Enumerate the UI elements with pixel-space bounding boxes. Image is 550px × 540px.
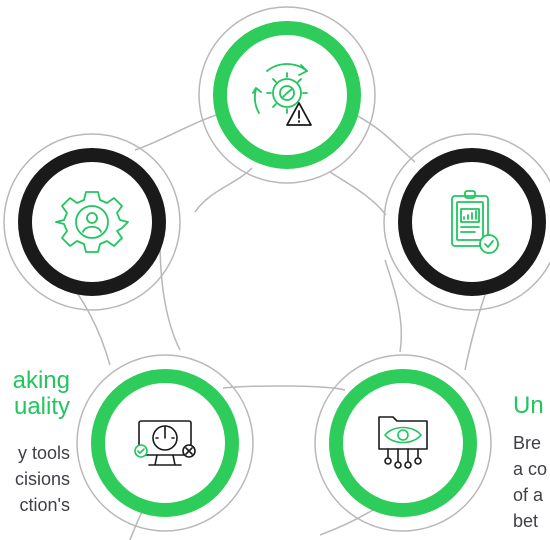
left-body-line-3: ction's (19, 495, 70, 515)
node-right-outer-ring (383, 133, 550, 311)
node-bottom-right-outer-ring (314, 354, 492, 532)
node-bottom-left-outer-ring (76, 354, 254, 532)
gear-cycle-warning-icon (252, 63, 312, 126)
node-bottom-left-ring (91, 369, 239, 517)
node-top-ring (213, 21, 361, 169)
left-heading-line-1: aking (12, 367, 70, 394)
connector-outer (59, 109, 486, 540)
gear-person-icon (55, 191, 129, 253)
left-body-line-2: cisions (14, 469, 70, 489)
connector-inner (159, 167, 403, 391)
right-body-line-2: a co (513, 459, 548, 479)
right-body-line-1: Bre (513, 433, 542, 453)
node-left-outer-ring (3, 133, 181, 311)
right-body-line-3: of a (513, 485, 544, 505)
left-heading-line-2: uality (13, 393, 70, 420)
clipboard-chart-check-icon (451, 190, 499, 254)
node-top-outer-ring (198, 6, 376, 184)
monitor-gauge-icon (134, 420, 196, 466)
right-body-line-4: bet (513, 511, 539, 531)
right-heading-line-1: Un (513, 392, 544, 419)
node-left-ring (18, 148, 166, 296)
folder-eye-network-icon (378, 416, 428, 469)
left-body-line-1: y tools (17, 443, 70, 463)
